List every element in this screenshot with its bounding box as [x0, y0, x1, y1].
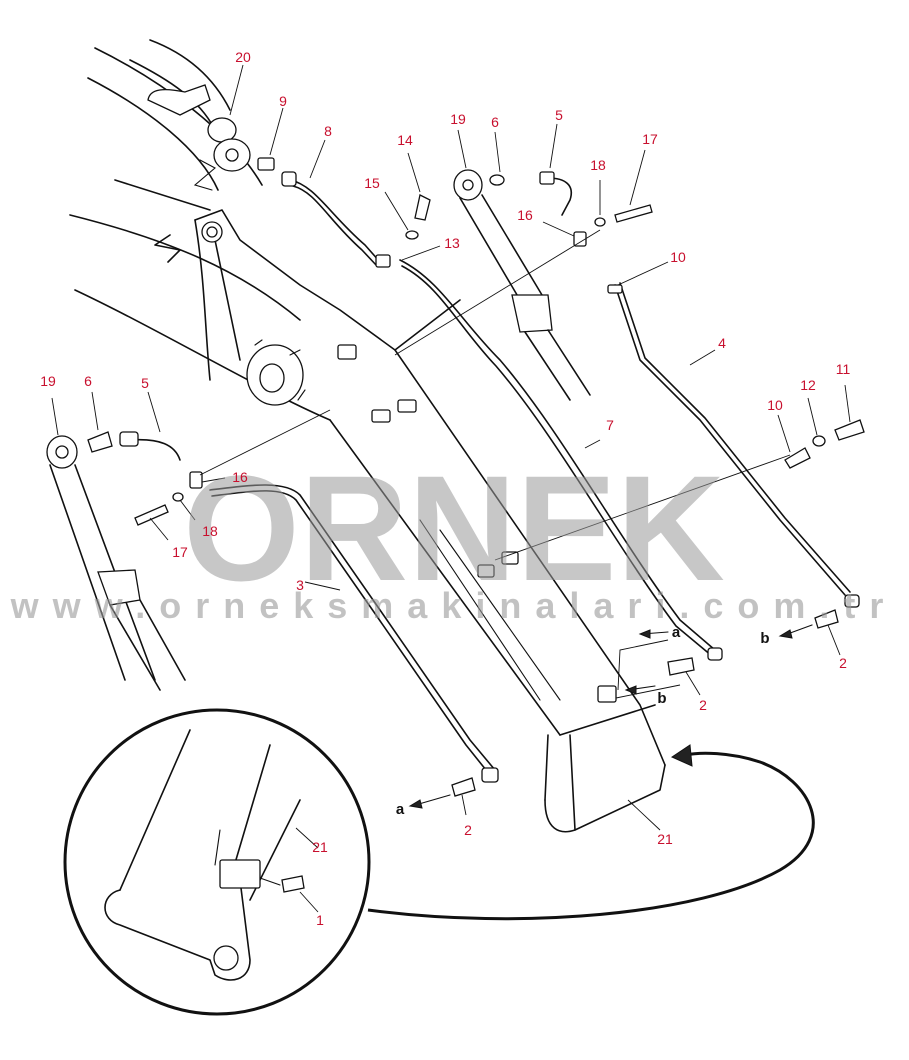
callout-2-bottom: 2 — [464, 822, 472, 838]
callout-10-top: 10 — [670, 249, 686, 265]
bolt-14 — [414, 194, 431, 221]
watermark-url: www.orneksmakinalari.com.tr — [10, 585, 898, 626]
clamp-10-top — [607, 284, 623, 294]
callout-17-top: 17 — [642, 131, 658, 147]
callout-5-left: 5 — [141, 375, 149, 391]
callout-3: 3 — [296, 577, 304, 593]
washer-15 — [405, 230, 419, 240]
callout-10-right: 10 — [767, 397, 783, 413]
upper-cylinder — [129, 39, 251, 191]
flow-letter-a-bottom: a — [396, 801, 405, 818]
callout-4: 4 — [718, 335, 726, 351]
watermark-logo: ORNEK — [183, 444, 725, 612]
fitting-2-right — [814, 609, 839, 629]
callout-2-right: 2 — [839, 655, 847, 671]
bolt-11 — [834, 419, 865, 441]
callout-6-left: 6 — [84, 373, 92, 389]
callout-13: 13 — [444, 235, 460, 251]
callout-8: 8 — [324, 123, 332, 139]
callout-7: 7 — [606, 417, 614, 433]
bolt-17-left — [134, 504, 169, 526]
callout-5-top: 5 — [555, 107, 563, 123]
fitting-5-left — [119, 431, 139, 447]
detail-connector — [367, 744, 815, 921]
callout-16-top: 16 — [517, 207, 533, 223]
fittings — [87, 157, 865, 797]
fitting-6-top — [489, 174, 505, 186]
leader-lines — [51, 64, 851, 831]
callout-labels: 20 9 8 14 15 13 19 6 5 18 17 16 10 4 19 … — [40, 49, 850, 928]
bolt-17-top — [614, 204, 653, 223]
fitting-2-bottom — [451, 777, 476, 797]
clamp-16-top — [573, 231, 587, 247]
hydraulic-lines — [129, 177, 851, 776]
callout-17-left: 17 — [172, 544, 188, 560]
callout-18-left: 18 — [202, 523, 218, 539]
callout-1: 1 — [316, 912, 324, 928]
flow-letter-a-top: a — [672, 624, 681, 641]
watermark: ORNEK www.orneksmakinalari.com.tr — [10, 444, 898, 626]
detail-inset — [63, 708, 371, 1016]
washer-18-top — [594, 217, 606, 227]
callout-11: 11 — [836, 361, 851, 377]
callout-19-left: 19 — [40, 373, 56, 389]
fitting-8-end — [281, 171, 297, 187]
callout-9: 9 — [279, 93, 287, 109]
right-cylinder — [453, 169, 591, 401]
callout-6-top: 6 — [491, 114, 499, 130]
callout-21-inset: 21 — [312, 839, 328, 855]
callout-16-left: 16 — [232, 469, 248, 485]
washer-18-left — [172, 492, 184, 502]
fitting-6-left — [87, 431, 113, 453]
clamp-10-right — [784, 447, 811, 469]
callout-19-top: 19 — [450, 111, 466, 127]
flow-arrows — [408, 624, 813, 809]
callout-21: 21 — [657, 831, 673, 847]
callout-15: 15 — [364, 175, 380, 191]
flow-letter-b-mid: b — [657, 690, 666, 707]
fitting-5-top — [539, 171, 555, 185]
callout-12: 12 — [800, 377, 816, 393]
fitting-13 — [375, 254, 391, 268]
callout-20: 20 — [235, 49, 251, 65]
clamp-16-left — [189, 471, 203, 489]
left-cylinder — [46, 435, 186, 691]
callout-2-mid: 2 — [699, 697, 707, 713]
fitting-2-mid — [667, 657, 695, 676]
fitting-9 — [257, 157, 275, 171]
fitting-1 — [281, 875, 305, 893]
flow-letter-labels: a b b a — [396, 624, 770, 818]
callout-18-top: 18 — [590, 157, 606, 173]
flow-letter-b-right: b — [760, 630, 769, 647]
boom-structure — [69, 47, 666, 833]
washer-12 — [812, 435, 826, 447]
callout-14: 14 — [397, 132, 413, 148]
